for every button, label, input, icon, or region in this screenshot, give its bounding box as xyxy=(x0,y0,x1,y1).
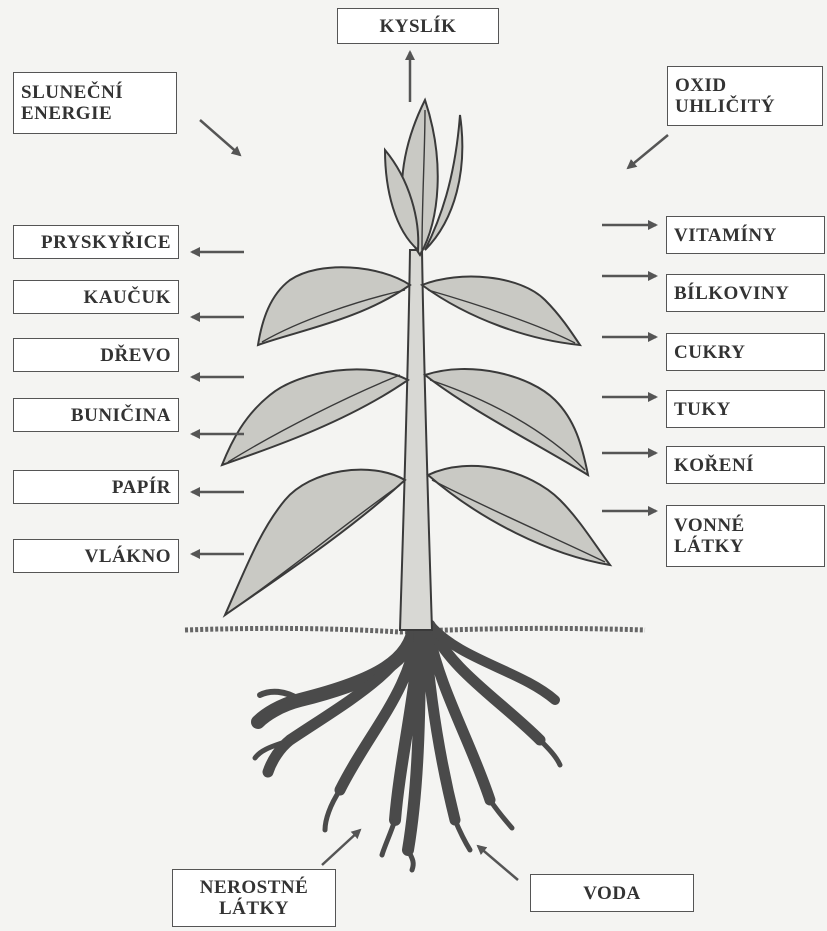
right-product-label: VITAMÍNY xyxy=(674,225,777,246)
label-water-text: VODA xyxy=(583,883,641,904)
label-carbon-dioxide: OXID UHLIČITÝ xyxy=(667,66,823,126)
left-product-label: VLÁKNO xyxy=(85,546,171,567)
left-product-2: DŘEVO xyxy=(13,338,179,372)
right-product-label: KOŘENÍ xyxy=(674,455,754,476)
right-product-1: BÍLKOVINY xyxy=(666,274,825,312)
label-water: VODA xyxy=(530,874,694,912)
label-minerals-line-1: NEROSTNÉ xyxy=(200,877,309,898)
label-solar-line-1: SLUNEČNÍ xyxy=(21,82,123,103)
label-oxygen-text: KYSLÍK xyxy=(380,16,457,37)
right-product-label: BÍLKOVINY xyxy=(674,283,789,304)
right-product-label-line-2: LÁTKY xyxy=(674,536,744,557)
right-product-3: TUKY xyxy=(666,390,825,428)
right-product-5: VONNÉ LÁTKY xyxy=(666,505,825,567)
label-co2-line-1: OXID xyxy=(675,75,727,96)
arrow-minerals xyxy=(322,830,360,865)
label-minerals: NEROSTNÉ LÁTKY xyxy=(172,869,336,927)
left-product-label: PRYSKYŘICE xyxy=(41,232,171,253)
right-product-label-line-1: VONNÉ xyxy=(674,515,745,536)
label-solar-energy: SLUNEČNÍ ENERGIE xyxy=(13,72,177,134)
right-product-label: TUKY xyxy=(674,399,731,420)
label-co2-line-2: UHLIČITÝ xyxy=(675,96,775,117)
arrow-solar xyxy=(200,120,240,155)
left-product-label: DŘEVO xyxy=(100,345,171,366)
left-product-label: BUNIČINA xyxy=(71,405,171,426)
label-oxygen: KYSLÍK xyxy=(337,8,499,44)
left-product-1: KAUČUK xyxy=(13,280,179,314)
left-product-0: PRYSKYŘICE xyxy=(13,225,179,259)
right-product-4: KOŘENÍ xyxy=(666,446,825,484)
left-product-5: VLÁKNO xyxy=(13,539,179,573)
left-product-4: PAPÍR xyxy=(13,470,179,504)
left-product-label: PAPÍR xyxy=(112,477,171,498)
right-product-2: CUKRY xyxy=(666,333,825,371)
arrow-water xyxy=(478,846,518,880)
left-product-label: KAUČUK xyxy=(84,287,171,308)
right-product-label: CUKRY xyxy=(674,342,746,363)
left-product-3: BUNIČINA xyxy=(13,398,179,432)
label-solar-line-2: ENERGIE xyxy=(21,103,112,124)
roots xyxy=(255,625,560,870)
main-stem xyxy=(400,250,432,630)
label-minerals-line-2: LÁTKY xyxy=(219,898,289,919)
right-product-0: VITAMÍNY xyxy=(666,216,825,254)
arrow-co2 xyxy=(628,135,668,168)
